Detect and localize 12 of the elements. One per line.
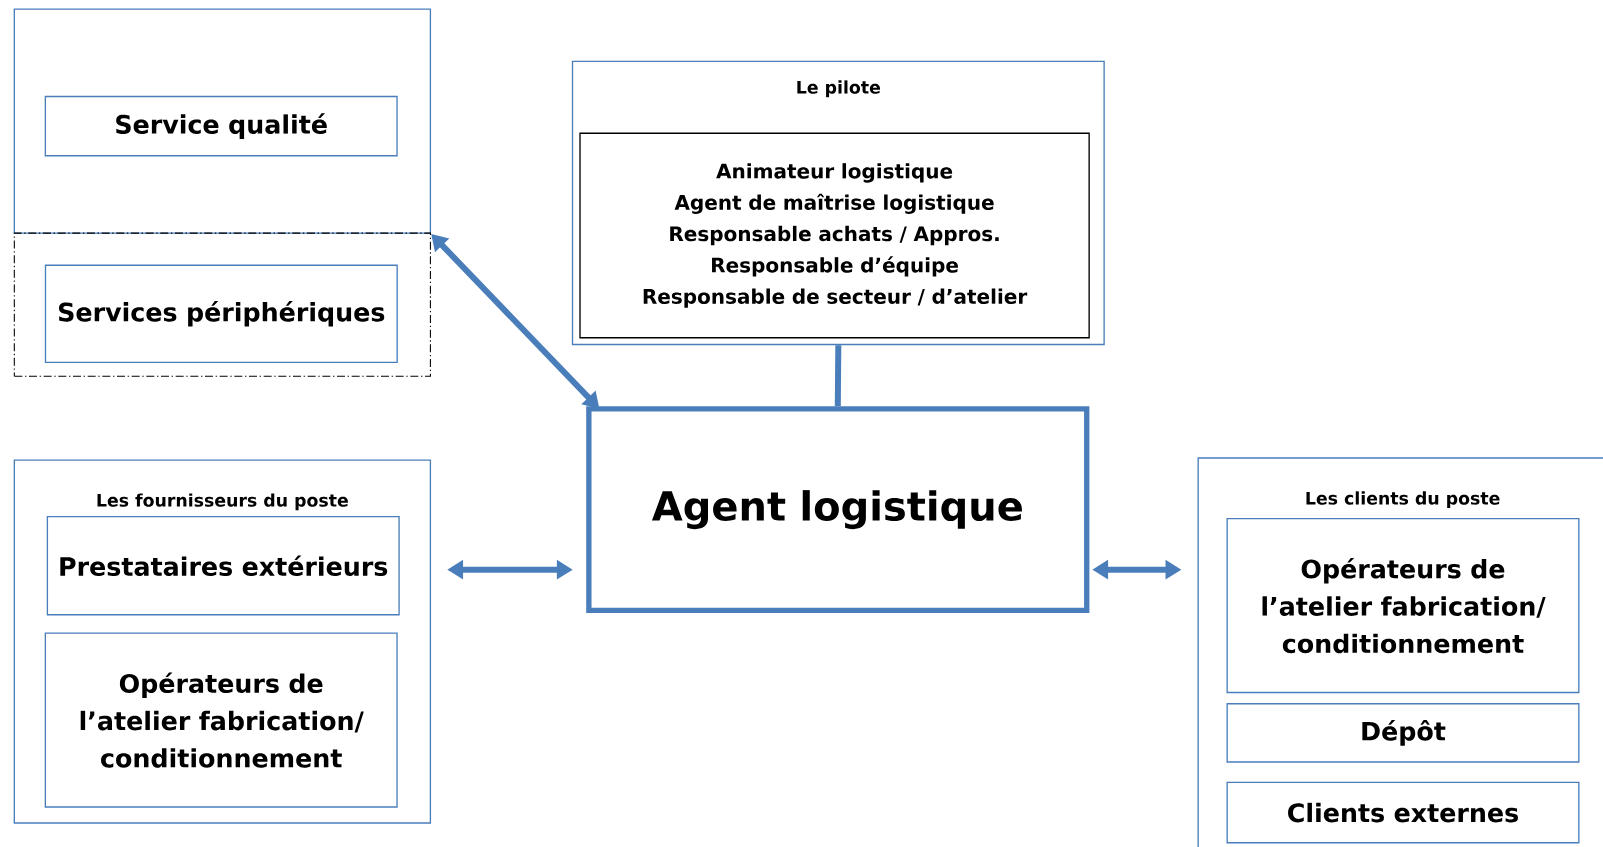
dashed-group-box (13, 232, 431, 377)
connector-line (834, 345, 842, 407)
role-box: Services périphériques (44, 264, 398, 364)
role-box: Prestataires extérieurs (46, 515, 400, 616)
central-box: Agent logistique (586, 406, 1090, 613)
group-box (13, 8, 432, 234)
role-box: Opérateurs de l’atelier fabrication/ conditionnement (1226, 518, 1580, 694)
role-box: Service qualité (44, 95, 398, 157)
role-box: Opérateurs de l’atelier fabrication/ conditionnement (44, 632, 398, 808)
role-box: Clients externes (1226, 781, 1580, 844)
role-box: Dépôt (1226, 703, 1580, 763)
role-list-box: Animateur logistique Agent de maîtrise logistique Responsable achats / Appros. Responsable d’équipe Responsable de secteur / d’atelier (579, 132, 1090, 339)
